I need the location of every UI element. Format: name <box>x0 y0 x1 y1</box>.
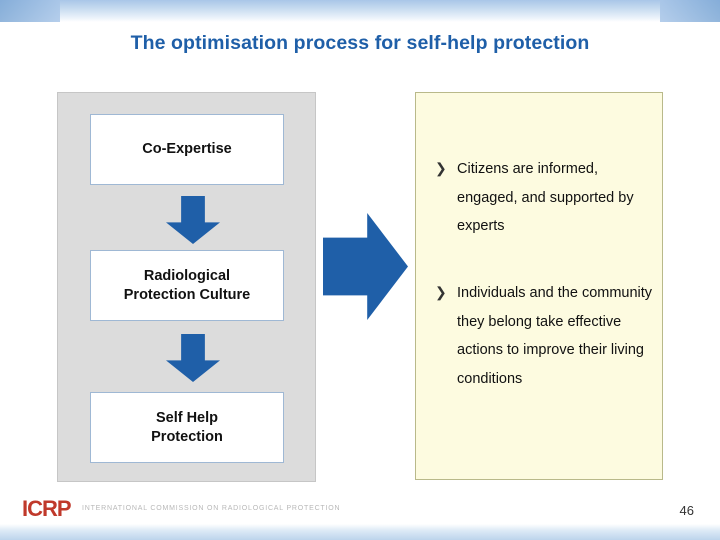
list-item: ❯ Individuals and the community they bel… <box>426 279 658 393</box>
list-item-text: Citizens are informed, engaged, and supp… <box>457 161 634 235</box>
top-gradient-band <box>0 0 720 22</box>
arrow-right-icon <box>323 213 408 320</box>
process-step-co-expertise: Co-Expertise <box>90 114 284 185</box>
top-band-right-edge <box>660 0 720 22</box>
outcomes-panel: ❯ Citizens are informed, engaged, and su… <box>415 92 663 480</box>
icrp-logo: ICRP INTERNATIONAL COMMISSION ON RADIOLO… <box>22 496 340 522</box>
page-number: 46 <box>679 503 694 518</box>
logo-text: INTERNATIONAL COMMISSION ON RADIOLOGICAL… <box>82 505 341 512</box>
bullet-icon: ❯ <box>435 284 447 300</box>
process-step-label: Co-Expertise <box>142 141 232 158</box>
list-item: ❯ Citizens are informed, engaged, and su… <box>426 155 658 241</box>
page-title: The optimisation process for self-help p… <box>130 32 590 54</box>
logo-mark: ICRP <box>22 496 72 521</box>
bullet-icon: ❯ <box>435 160 447 176</box>
top-band-left-edge <box>0 0 60 22</box>
list-item-text: Individuals and the community they belon… <box>457 285 653 387</box>
bottom-gradient-band <box>0 524 720 540</box>
